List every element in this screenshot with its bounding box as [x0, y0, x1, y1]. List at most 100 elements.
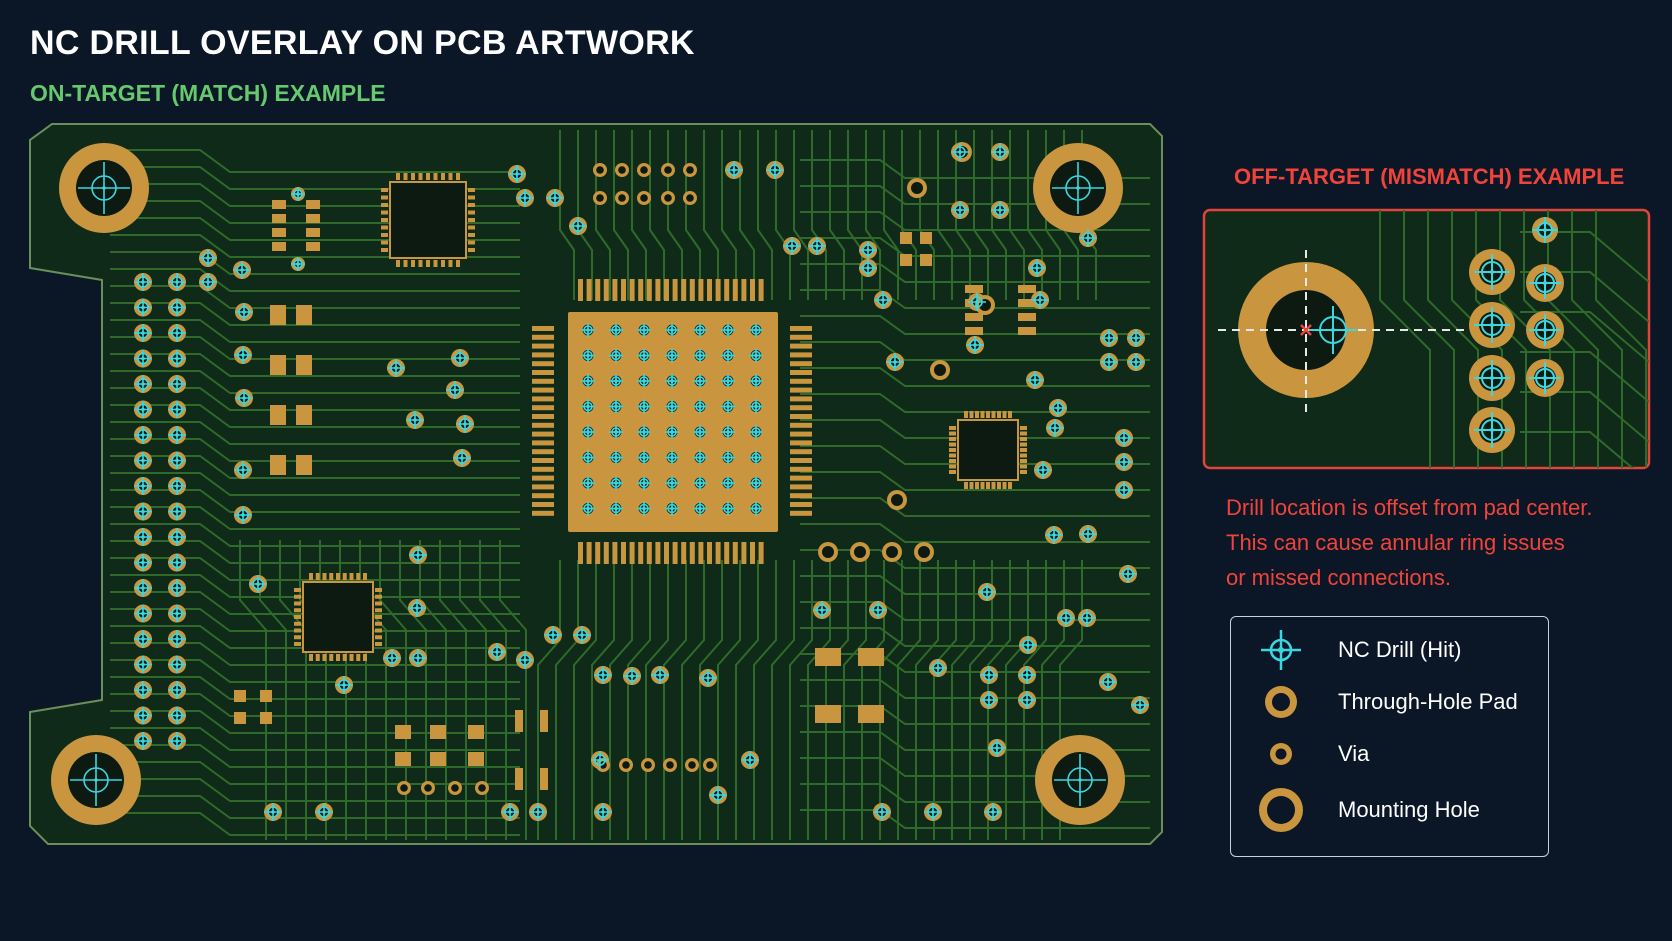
trace [110, 421, 520, 445]
nc-drill-hit [609, 501, 623, 516]
trace [110, 438, 520, 462]
smd-pin-right [790, 449, 812, 455]
bga-package [568, 312, 778, 532]
smd-pad [1020, 448, 1027, 452]
nc-drill-mounting [70, 754, 122, 806]
smd-pin-top [595, 279, 601, 301]
nc-drill-hit [749, 450, 763, 465]
smd-pin-bottom [629, 542, 635, 564]
smd-pad [468, 195, 475, 200]
mismatch-note-line-3: or missed connections. [1226, 565, 1451, 590]
smd-pad [356, 573, 361, 580]
trace [110, 302, 520, 326]
via [663, 758, 677, 772]
nc-drill-hit [409, 649, 427, 667]
trace [667, 130, 683, 300]
nc-drill-hit [1045, 526, 1063, 544]
nc-drill-hit [1529, 362, 1561, 394]
nc-drill-hit [1018, 691, 1036, 709]
nc-drill-hit [168, 528, 186, 546]
smd-pad [356, 654, 361, 661]
smd-pad [980, 482, 985, 489]
smd-pad [309, 654, 313, 661]
nc-drill-hit [134, 681, 152, 699]
smd-pad [381, 195, 388, 200]
smd-pin-right [790, 343, 812, 349]
smd-pad [468, 240, 475, 245]
smd-pad [965, 313, 983, 321]
nc-drill-hit [581, 476, 595, 490]
smd-pin-top [638, 279, 644, 301]
nc-drill-hit [1131, 696, 1149, 714]
via [661, 163, 675, 177]
smd-pin-right [790, 422, 812, 428]
trace [800, 289, 1150, 309]
smd-pin-right [790, 440, 812, 446]
nc-drill-hit [383, 649, 401, 667]
nc-drill-hit [406, 411, 424, 429]
nc-drill-hit [168, 477, 186, 495]
nc-drill-hit [808, 237, 826, 255]
nc-drill-hit [665, 348, 679, 363]
nc-drill-hit [235, 389, 253, 407]
trace [110, 676, 520, 700]
smd-pin-bottom [715, 542, 721, 564]
legend-item-via: Via [1231, 729, 1548, 779]
smd-pin-top [672, 279, 678, 301]
smd-pin-left [532, 378, 554, 384]
trace [800, 471, 1150, 491]
through-hole-pad [930, 360, 950, 380]
smd-pin-bottom [750, 542, 755, 564]
nc-drill-hit [637, 374, 651, 388]
trace [537, 560, 561, 840]
smd-pad [296, 355, 312, 375]
soic-chip [957, 419, 1019, 481]
smd-pad [448, 260, 453, 267]
trace [1379, 210, 1431, 468]
nc-drill-hit [453, 449, 471, 467]
smd-pad [949, 459, 956, 463]
through-hole-pad [975, 295, 995, 315]
trace [110, 557, 520, 581]
nc-drill-hit [546, 189, 564, 207]
smd-pin-top [715, 279, 721, 301]
via [397, 781, 411, 795]
trace [1571, 210, 1623, 468]
nc-drill-hit [693, 323, 707, 337]
trace [1520, 431, 1649, 468]
nc-drill-hit [168, 579, 186, 597]
nc-drill-hit [984, 803, 1002, 821]
smd-pad [363, 573, 367, 580]
smd-pad [949, 448, 956, 452]
nc-drill-hit [924, 803, 942, 821]
trace [951, 560, 975, 840]
trace [847, 130, 863, 300]
smd-pad [322, 573, 327, 580]
smd-pin-right [790, 510, 812, 516]
nc-drill-hit [749, 425, 763, 439]
qfn-chip [302, 581, 374, 653]
nc-drill-hit [291, 187, 305, 201]
nc-drill-hit [665, 399, 679, 414]
nc-drill-hit [609, 450, 623, 465]
trace [933, 560, 957, 840]
nc-drill-hit [581, 323, 595, 337]
smd-pin-bottom [621, 542, 626, 564]
nc-drill-hit [134, 553, 152, 572]
nc-drill-hit [408, 599, 426, 617]
trace [800, 445, 1150, 465]
smd-pad [468, 218, 475, 222]
nc-drill-hit [709, 786, 727, 804]
smd-pin-left [532, 326, 554, 331]
smd-pad [456, 173, 460, 180]
trace [843, 560, 867, 840]
nc-drill-hit [235, 303, 253, 321]
smd-pin-right [790, 431, 812, 437]
nc-drill-hit [581, 501, 595, 516]
smd-pin-left [532, 493, 554, 499]
smd-pin-right [790, 502, 812, 507]
mismatch-note-line-2: This can cause annular ring issues [1226, 530, 1565, 555]
nc-drill-hit [874, 291, 892, 309]
nc-drill-hit [749, 399, 763, 414]
nc-drill-hit [966, 336, 984, 354]
